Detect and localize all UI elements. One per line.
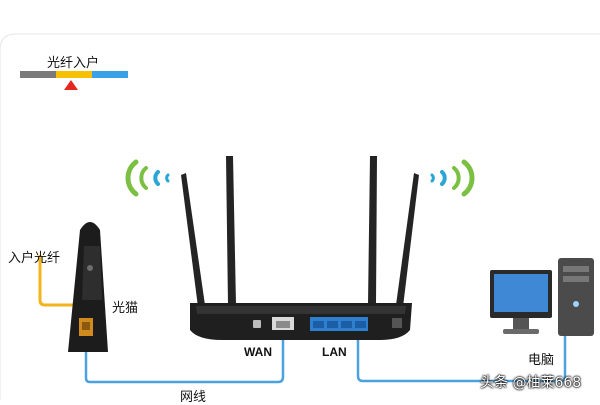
fiber-cable [38, 255, 80, 307]
computer-label: 电脑 [528, 353, 555, 368]
optical-modem [68, 222, 108, 352]
lan-ports [310, 317, 368, 331]
stepper-marker-icon [64, 80, 78, 90]
fiber-in-label: 入户光纤 [8, 251, 61, 266]
stepper-bar [20, 71, 128, 78]
watermark: 头条 @柚莱668 [480, 375, 582, 391]
cable-label: 网线 [180, 390, 207, 405]
network-cable-wan [84, 330, 285, 384]
lan-label: LAN [322, 345, 347, 359]
power-port [253, 320, 261, 328]
wifi-signal-right-icon [430, 159, 475, 197]
router-antennas [181, 156, 419, 307]
router [190, 303, 412, 340]
stepper-label: 光纤入户 [47, 56, 100, 71]
desktop-computer [490, 258, 594, 336]
stepper-segment-3 [92, 71, 128, 78]
stepper-segment-1 [20, 71, 56, 78]
wifi-signal-left-icon [125, 159, 170, 197]
modem-label: 光猫 [112, 301, 139, 316]
wan-label: WAN [244, 345, 272, 359]
network-cable-lan [356, 330, 567, 383]
stepper-segment-2-active [56, 71, 92, 78]
